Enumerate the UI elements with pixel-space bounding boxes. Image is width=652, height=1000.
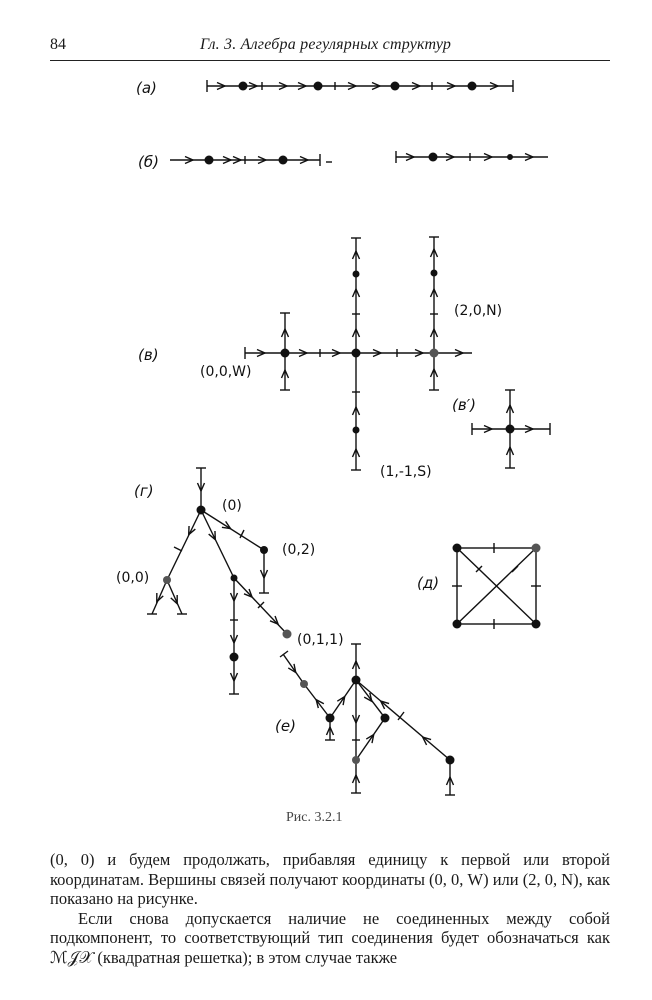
diagram-d-nodes: [452, 543, 541, 629]
body-text: (0, 0) и будем продолжать, прибавляя еди…: [50, 850, 610, 967]
panel-label-e: (е): [275, 717, 296, 735]
panel-label-v-prime: (в′): [452, 396, 476, 414]
page-header: 84 Гл. 3. Алгебра регулярных структур: [50, 36, 610, 60]
diagram-a-chain: [206, 80, 514, 92]
coord-label-00: (0,0): [116, 570, 149, 586]
diagram-d-square: [452, 543, 541, 629]
diagram-e-graph: [279, 643, 455, 796]
diagram-b-nodes: [204, 152, 513, 165]
diagram-e-nodes: [300, 675, 455, 765]
panel-label-b: (б): [138, 153, 159, 171]
header-rule: [50, 60, 610, 61]
coord-label-11S: (1,-1,S): [380, 464, 432, 480]
coord-label-02: (0,2): [282, 542, 315, 558]
diagram-g-nodes: [163, 505, 292, 662]
diagram-b-chains: [170, 151, 548, 166]
running-title: Гл. 3. Алгебра регулярных структур: [200, 36, 452, 53]
panel-label-a: (a): [136, 79, 157, 97]
diagram-v-prime-node: [505, 424, 515, 434]
figure-3-2-1: (a) (б) (в) (в′) (г) (д) (е) (0,0,W) (2,…: [116, 79, 551, 796]
figure-caption: Рис. 3.2.1: [286, 810, 343, 825]
coord-label-00W: (0,0,W): [200, 364, 251, 380]
panel-label-v: (в): [138, 346, 159, 364]
diagram-g-tree: [147, 467, 288, 695]
paragraph-2: Если снова допускается наличие не соедин…: [50, 908, 610, 967]
coord-label-011: (0,1,1): [297, 632, 344, 648]
coord-label-20N: (2,0,N): [454, 303, 502, 319]
paragraph-1: (0, 0) и будем продолжать, прибавляя еди…: [50, 850, 610, 908]
panel-label-g: (г): [134, 482, 154, 500]
diagram-a-nodes: [238, 81, 477, 91]
coord-label-0: (0): [222, 498, 242, 514]
panel-label-d: (д): [417, 574, 439, 592]
page-number: 84: [50, 36, 66, 53]
diagram-v-nodes: [280, 269, 439, 434]
